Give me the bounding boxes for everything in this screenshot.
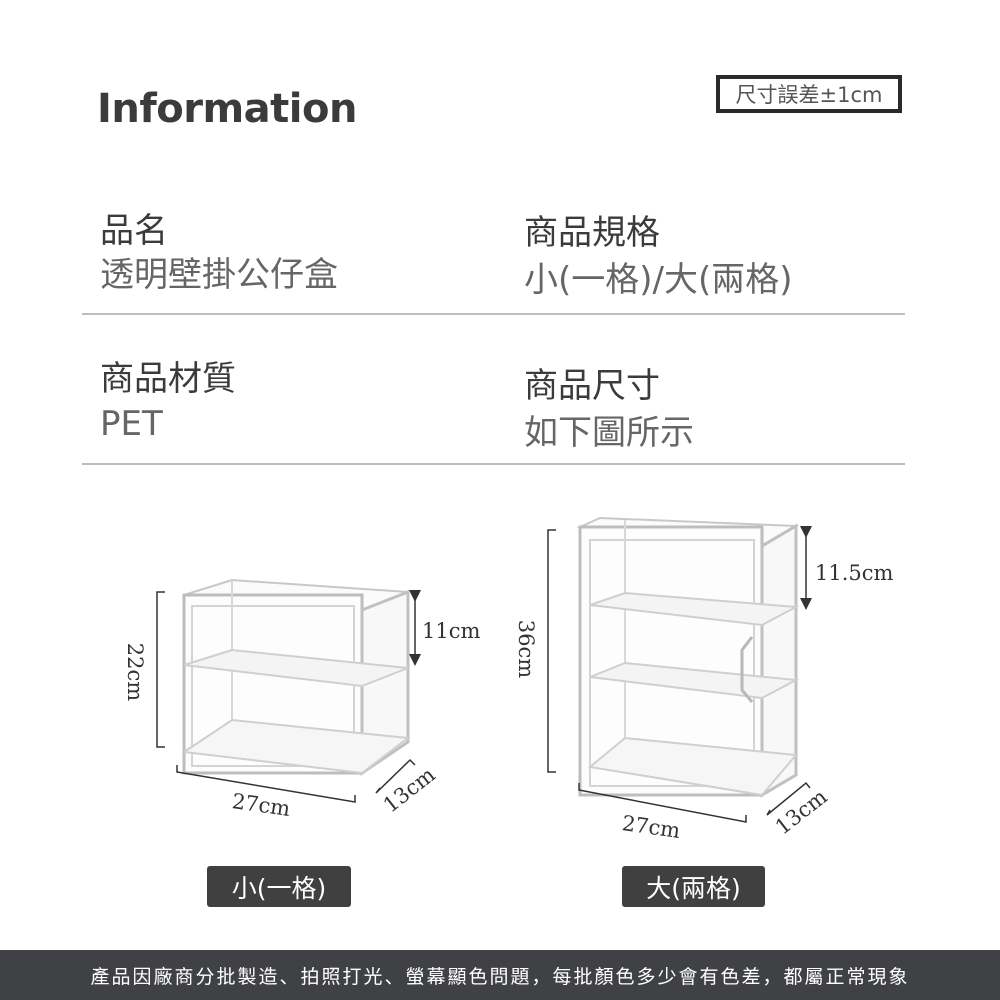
product-name-label: 品名 bbox=[100, 211, 168, 251]
size-value: 如下圖所示 bbox=[524, 413, 694, 453]
large-size-tag: 大(兩格) bbox=[622, 866, 765, 907]
tolerance-note: 尺寸誤差±1cm bbox=[716, 75, 902, 113]
material-value: PET bbox=[100, 404, 163, 444]
large-dimension-lines bbox=[547, 526, 812, 823]
small-box-illustration bbox=[181, 578, 411, 776]
small-compartment-label: 11cm bbox=[422, 619, 481, 643]
spec-value: 小(一格)/大(兩格) bbox=[524, 260, 793, 300]
product-name-value: 透明壁掛公仔盒 bbox=[100, 255, 338, 295]
page-title: Information bbox=[97, 86, 357, 132]
large-compartment-label: 11.5cm bbox=[815, 561, 894, 585]
divider bbox=[82, 313, 905, 315]
divider bbox=[82, 463, 905, 465]
small-size-tag: 小(一格) bbox=[207, 866, 351, 907]
large-height-label: 36cm bbox=[514, 619, 539, 679]
spec-label: 商品規格 bbox=[524, 213, 660, 253]
material-label: 商品材質 bbox=[100, 359, 236, 399]
color-disclaimer-footer: 產品因廠商分批製造、拍照打光、螢幕顯色問題，每批顏色多少會有色差，都屬正常現象 bbox=[0, 950, 1000, 1000]
large-box-illustration bbox=[576, 516, 800, 798]
small-height-label: 22cm bbox=[123, 642, 148, 702]
small-dimension-lines bbox=[156, 590, 421, 803]
size-label: 商品尺寸 bbox=[524, 366, 660, 406]
